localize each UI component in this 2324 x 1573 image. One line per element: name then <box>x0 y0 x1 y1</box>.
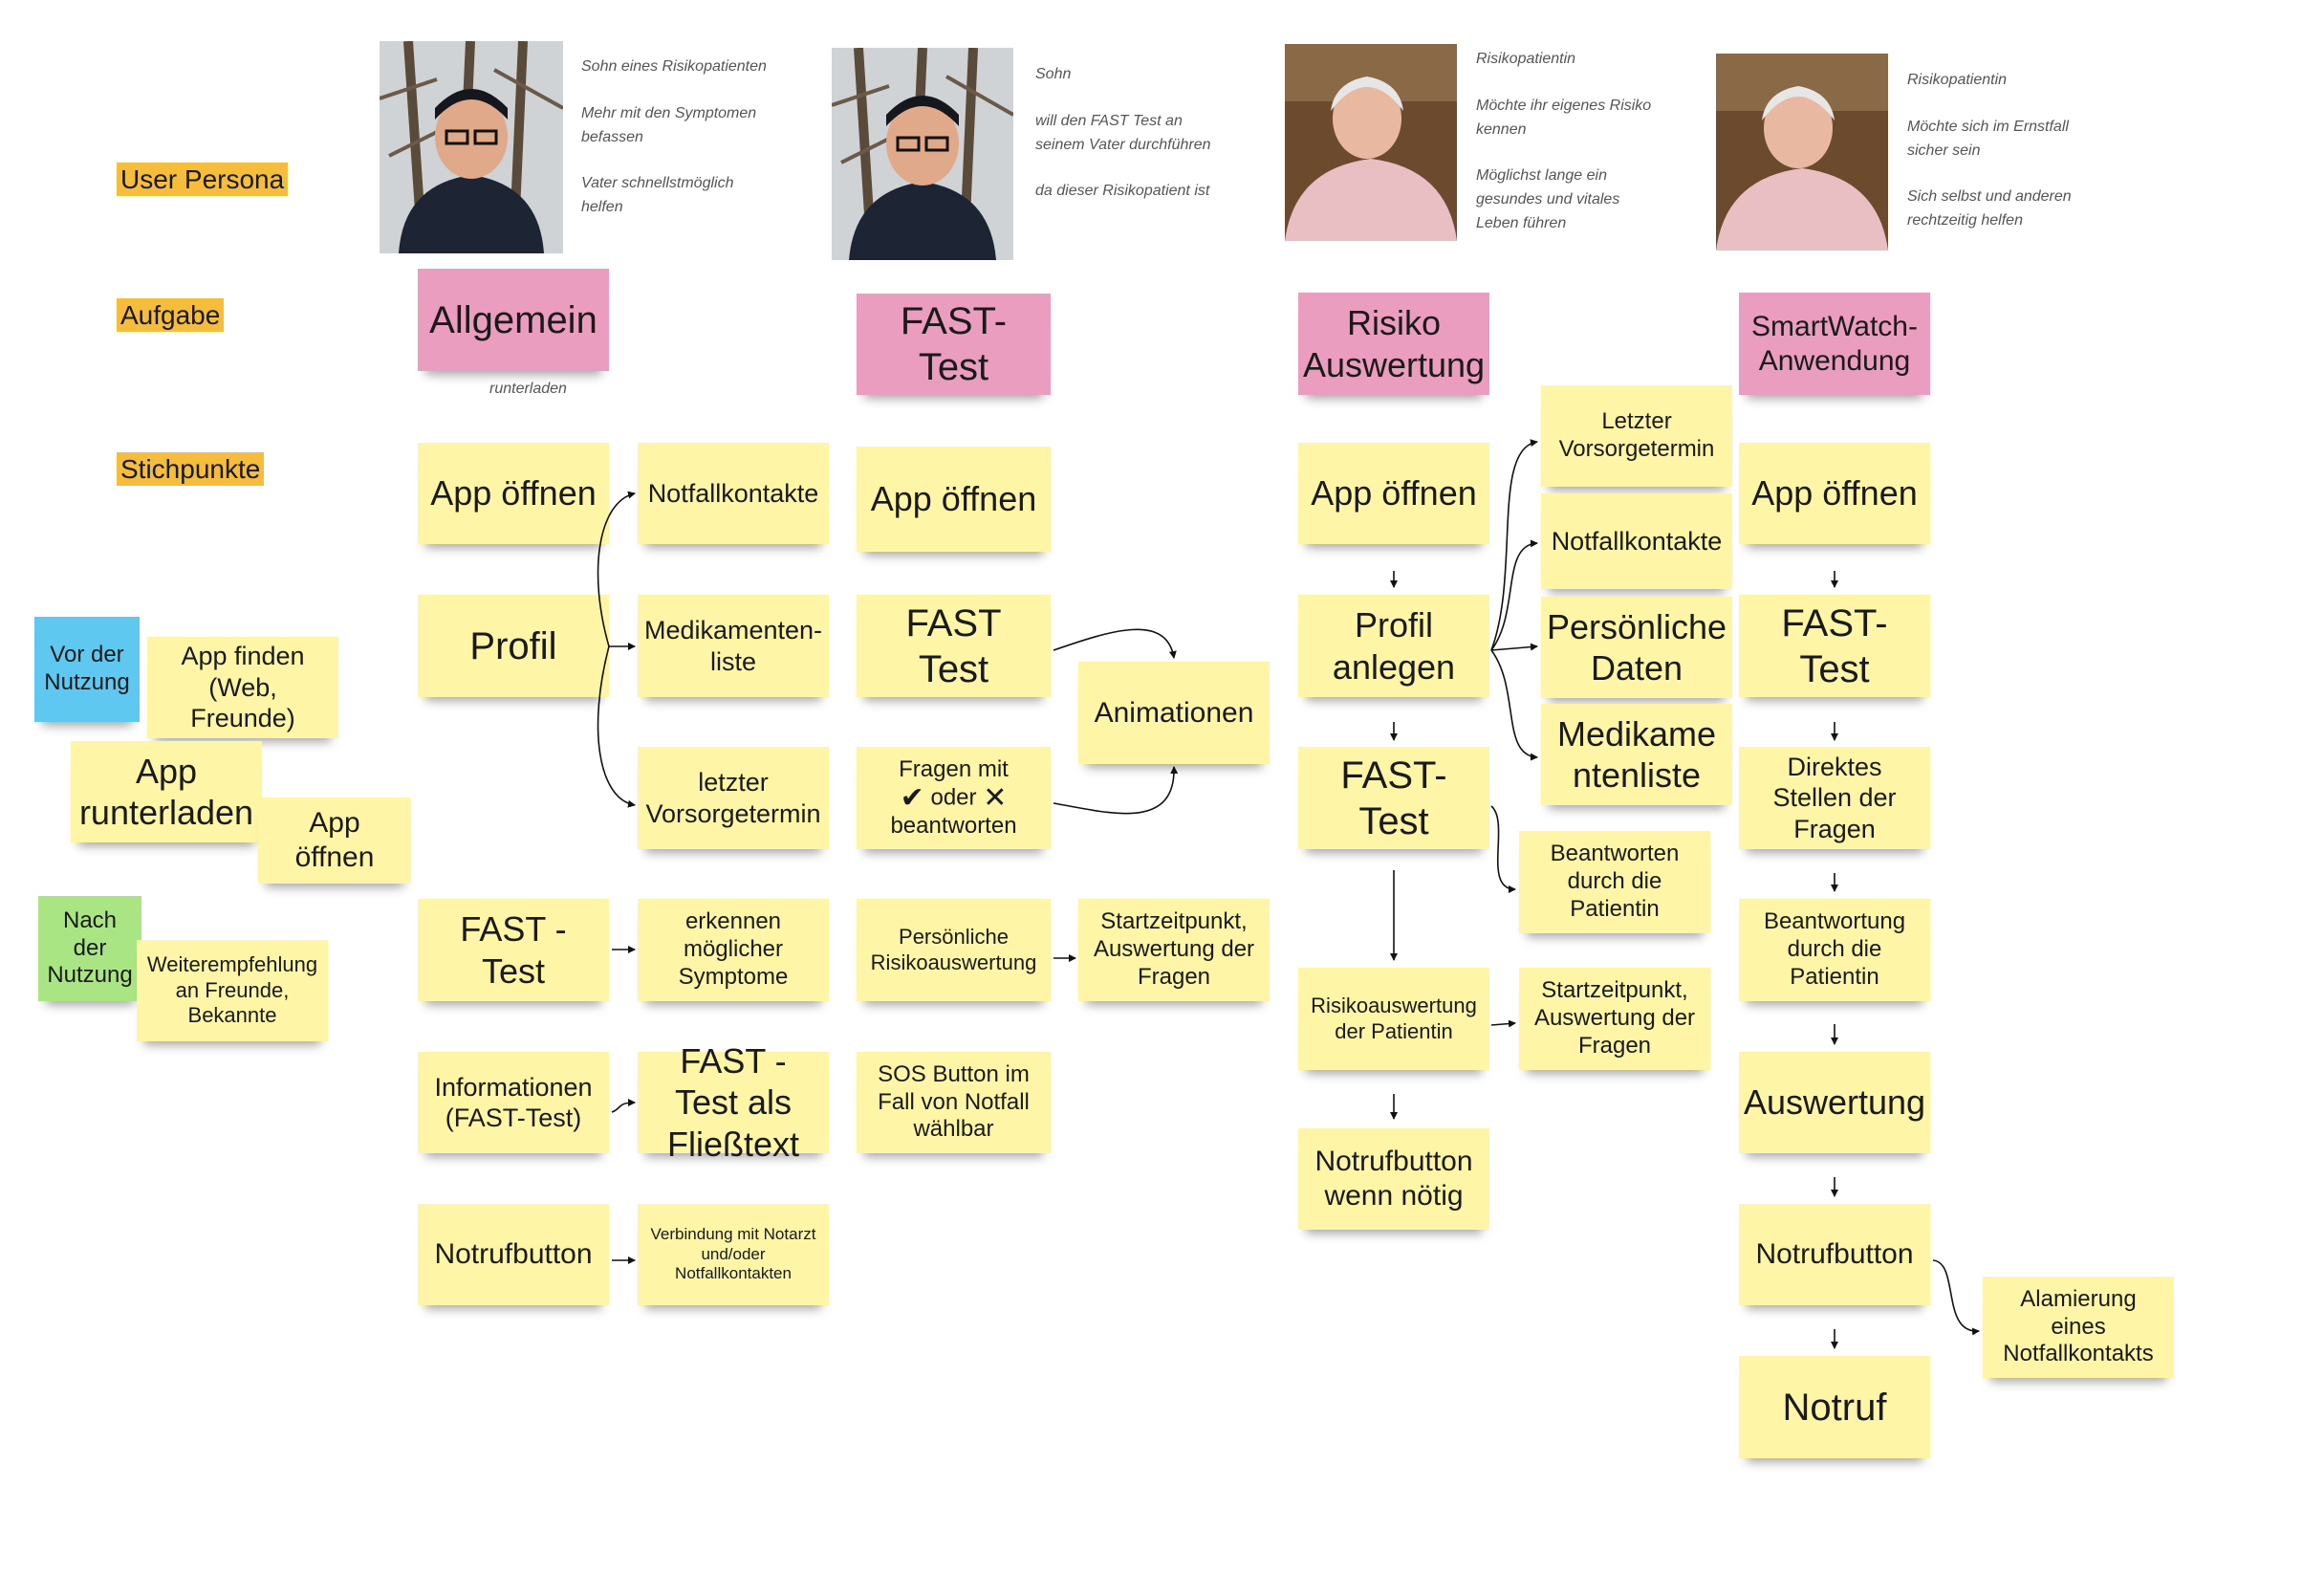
arrow-profil-letzter <box>1490 439 1538 651</box>
c2-fragen-line-3: beantworten <box>890 812 1017 839</box>
task-fast-test[interactable]: FAST-Test <box>857 294 1051 395</box>
task-risiko-auswertung[interactable]: Risiko Auswertung <box>1298 293 1489 395</box>
arrow-profil-notfall <box>1490 539 1538 651</box>
persona-4-line-3: Sich selbst und anderen rechtzeitig helf… <box>1907 188 2072 229</box>
arrow-fast-beantworten <box>1490 805 1516 893</box>
c4-alamierung[interactable]: Alamierung eines Notfallkontakts <box>1983 1277 2174 1378</box>
arrow-notruf-alamierung <box>1932 1259 1980 1336</box>
persona-2-line-1: Sohn <box>1035 66 1072 82</box>
c3-notfallkontakte[interactable]: Notfallkontakte <box>1541 493 1732 589</box>
c2-persoenliche-risikoauswertung[interactable]: Persönliche Risikoauswertung <box>857 899 1051 1001</box>
persona-photo-son-2 <box>832 48 1013 260</box>
c3-fast-test[interactable]: FAST-Test <box>1298 747 1489 849</box>
cross-icon: ✕ <box>983 781 1008 814</box>
c3-persoenliche-daten[interactable]: Persönliche Daten <box>1541 597 1732 698</box>
c2-sos-button[interactable]: SOS Button im Fall von Notfall wählbar <box>857 1052 1051 1153</box>
persona-4-line-2: Möchte sich im Ernstfall sicher sein <box>1907 118 2069 159</box>
arrow-informationen-fliesstext <box>611 1099 636 1113</box>
arrow-fragen-animationen <box>1053 766 1179 815</box>
c2-fast-test[interactable]: FAST Test <box>857 595 1051 697</box>
arrow-fast-animationen <box>1053 628 1177 659</box>
note-app-runterladen[interactable]: App runterladen <box>71 741 262 842</box>
c1-medikamentenliste[interactable]: Medikamenten-liste <box>638 595 829 697</box>
c1-verbindung[interactable]: Verbindung mit Notarzt und/oder Notfallk… <box>638 1204 829 1305</box>
note-vor-der-nutzung[interactable]: Vor der Nutzung <box>34 617 140 722</box>
c4-beantwortung[interactable]: Beantwortung durch die Patientin <box>1739 899 1930 1001</box>
note-app-finden[interactable]: App finden (Web, Freunde) <box>147 637 338 738</box>
c3-profil-anlegen[interactable]: Profil anlegen <box>1298 595 1489 697</box>
c1-profil[interactable]: Profil <box>418 595 609 697</box>
c2-startzeitpunkt[interactable]: Startzeitpunkt, Auswertung der Fragen <box>1078 899 1270 1001</box>
c3-startzeitpunkt[interactable]: Startzeitpunkt, Auswertung der Fragen <box>1519 968 1710 1070</box>
c1-fast-test[interactable]: FAST - Test <box>418 899 609 1001</box>
row-label-stichpunkte: Stichpunkte <box>117 452 265 486</box>
persona-text-1: Sohn eines Risikopatienten Mehr mit den … <box>581 55 772 220</box>
c1-informationen[interactable]: Informationen (FAST-Test) <box>418 1052 609 1153</box>
persona-text-4: Risikopatientin Möchte sich im Ernstfall… <box>1907 69 2098 233</box>
c2-fragen[interactable]: Fragen mit ✔ oder ✕ beantworten <box>857 747 1051 849</box>
c1-notrufbutton[interactable]: Notrufbutton <box>418 1204 609 1305</box>
c2-fragen-line-2: ✔ oder ✕ <box>900 781 1008 814</box>
c1-letzter-vorsorgetermin[interactable]: letzter Vorsorgetermin <box>638 747 829 849</box>
persona-3-line-3: Möglichst lange ein gesundes und vitales… <box>1476 167 1620 231</box>
arrow-profil-persoenlich <box>1490 643 1538 651</box>
c2-fragen-line-1: Fragen mit <box>899 755 1009 782</box>
c1-erkennen-symptome[interactable]: erkennen möglicher Symptome <box>638 899 829 1001</box>
c4-fast-test[interactable]: FAST-Test <box>1739 595 1930 697</box>
row-label-aufgabe: Aufgabe <box>117 298 225 332</box>
c1-app-oeffnen[interactable]: App öffnen <box>418 443 609 544</box>
c3-letzter-vorsorgetermin[interactable]: Letzter Vorsorgetermin <box>1541 385 1732 487</box>
arrow-profil-medikamente-c3 <box>1490 649 1538 761</box>
row-label-user-persona: User Persona <box>117 163 289 196</box>
c4-app-oeffnen[interactable]: App öffnen <box>1739 443 1930 544</box>
c2-animationen[interactable]: Animationen <box>1078 662 1270 764</box>
c4-notruf[interactable]: Notruf <box>1739 1356 1930 1458</box>
persona-text-2: Sohn will den FAST Test an seinem Vater … <box>1035 63 1227 204</box>
c2-fragen-oder: oder <box>930 783 977 810</box>
persona-4-line-1: Risikopatientin <box>1907 72 2008 88</box>
persona-2-line-2: will den FAST Test an seinem Vater durch… <box>1035 112 1211 153</box>
persona-3-line-2: Möchte ihr eigenes Risiko kennen <box>1476 97 1652 138</box>
c4-auswertung[interactable]: Auswertung <box>1739 1052 1930 1153</box>
c1-notfallkontakte[interactable]: Notfallkontakte <box>638 443 829 544</box>
c1-fliesstext[interactable]: FAST - Test als Fließtext <box>638 1041 829 1164</box>
note-weiterempfehlung[interactable]: Weiterempfehlung an Freunde, Bekannte <box>137 940 328 1041</box>
persona-3-line-1: Risikopatientin <box>1476 51 1576 67</box>
c4-notrufbutton[interactable]: Notrufbutton <box>1739 1204 1930 1305</box>
c3-app-oeffnen[interactable]: App öffnen <box>1298 443 1489 544</box>
arrow-risiko-startzeit-c3 <box>1490 1019 1516 1028</box>
c3-beantworten[interactable]: Beantworten durch die Patientin <box>1519 831 1710 933</box>
c4-direktes-stellen[interactable]: Direktes Stellen der Fragen <box>1739 747 1930 849</box>
persona-photo-son-1 <box>380 41 563 253</box>
c3-notrufbutton[interactable]: Notrufbutton wenn nötig <box>1298 1128 1489 1230</box>
note-nach-der-nutzung[interactable]: Nach der Nutzung <box>38 896 141 1001</box>
caption-runterladen: runterladen <box>489 381 567 397</box>
persona-1-line-2: Mehr mit den Symptomen befassen <box>581 104 757 145</box>
persona-photo-grandmother-1 <box>1285 44 1457 241</box>
persona-text-3: Risikopatientin Möchte ihr eigenes Risik… <box>1476 48 1658 236</box>
persona-2-line-3: da dieser Risikopatient ist <box>1035 183 1210 200</box>
task-smartwatch[interactable]: SmartWatch-Anwendung <box>1739 293 1930 395</box>
task-allgemein[interactable]: Allgemein <box>418 269 609 371</box>
checkmark-icon: ✔ <box>900 781 924 814</box>
persona-1-line-3: Vater schnellstmöglich helfen <box>581 175 734 216</box>
persona-1-line-1: Sohn eines Risikopatienten <box>581 58 767 75</box>
c2-app-oeffnen[interactable]: App öffnen <box>857 447 1051 552</box>
persona-photo-grandmother-2 <box>1716 54 1888 251</box>
c3-risikoauswertung[interactable]: Risikoauswertung der Patientin <box>1298 968 1489 1070</box>
note-app-oeffnen-left[interactable]: App öffnen <box>258 797 411 884</box>
c3-medikamentenliste[interactable]: Medikame ntenliste <box>1541 704 1732 805</box>
